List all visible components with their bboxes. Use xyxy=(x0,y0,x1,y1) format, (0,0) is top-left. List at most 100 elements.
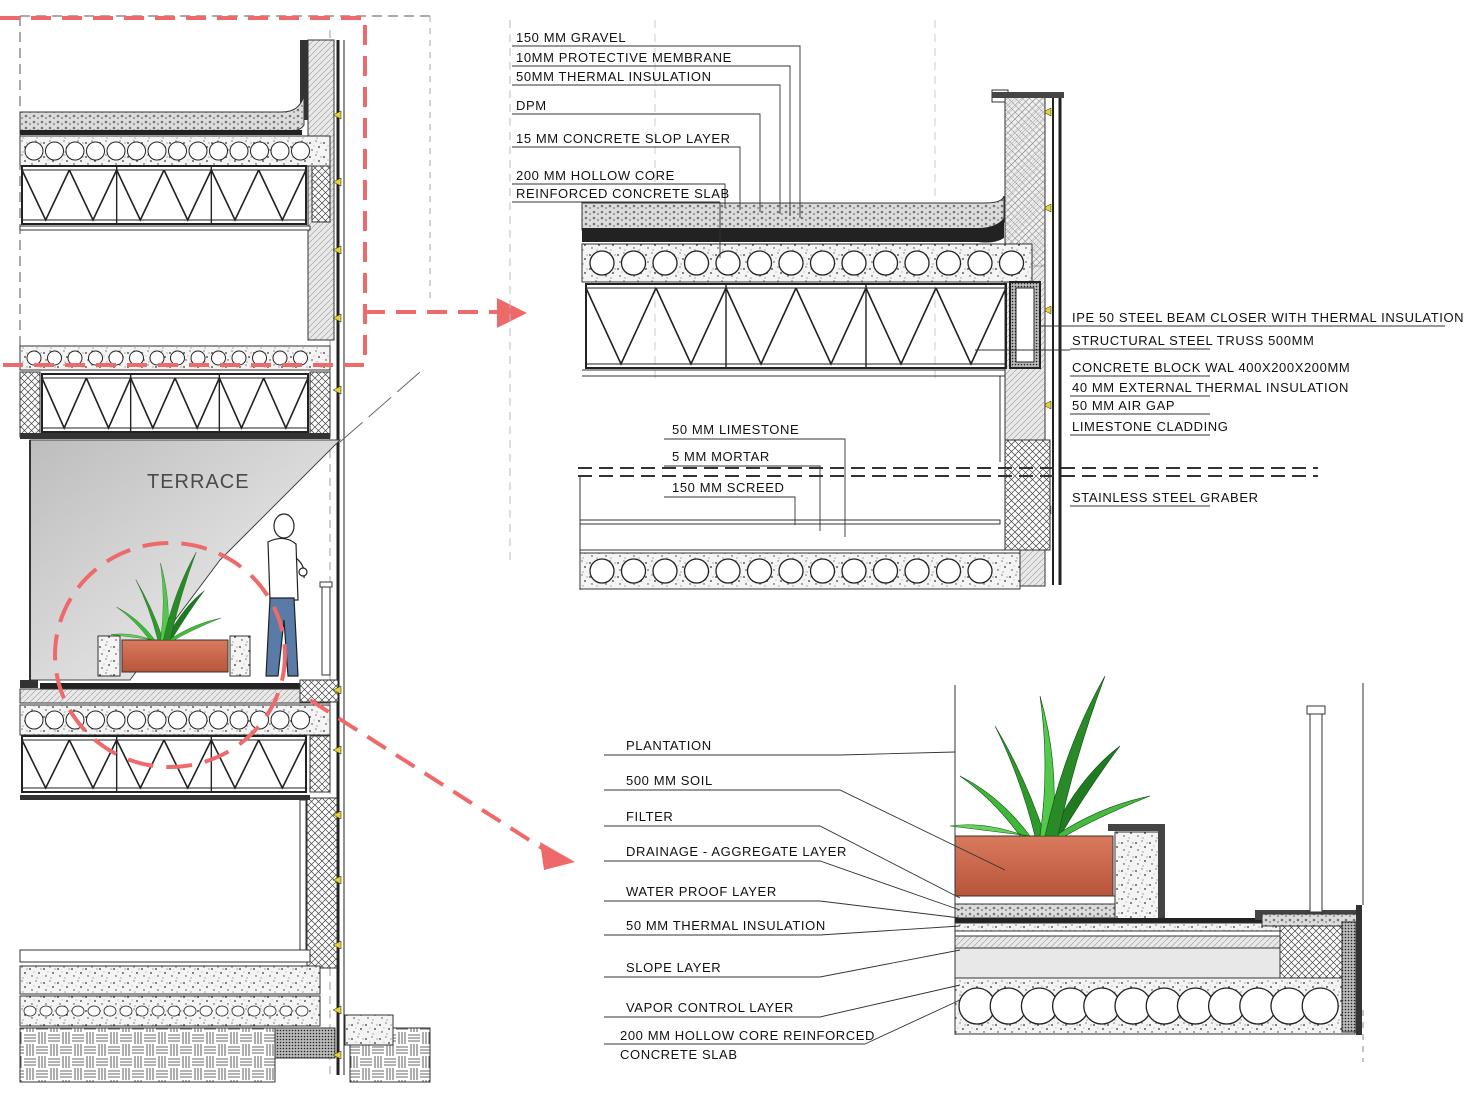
hollow-core xyxy=(872,558,899,584)
hollow-core xyxy=(106,141,126,161)
leader-line xyxy=(512,84,781,214)
leader-line xyxy=(512,65,791,216)
anchor-marker xyxy=(1042,400,1052,410)
hollow-core xyxy=(65,141,85,161)
leader-line xyxy=(604,825,961,899)
leaf xyxy=(165,590,205,641)
pebble xyxy=(183,1005,197,1017)
leader-line xyxy=(604,900,961,919)
hollow-core xyxy=(188,710,208,730)
truss-frame xyxy=(585,283,1007,369)
anchor-marker xyxy=(332,177,342,187)
roof-layer-label: 150 MM GRAVEL xyxy=(516,30,626,45)
truss-web xyxy=(21,739,307,790)
hollow-core xyxy=(168,710,187,730)
wall-layer-label: 40 MM EXTERNAL THERMAL INSULATION xyxy=(1072,380,1349,395)
leader-line xyxy=(664,438,846,537)
pebble xyxy=(215,1005,229,1017)
wall-layer-label: IPE 50 STEEL BEAM CLOSER WITH THERMAL IN… xyxy=(1072,310,1464,325)
anchor-marker xyxy=(332,810,342,820)
pebble xyxy=(119,1005,133,1017)
hollow-core xyxy=(229,141,249,161)
pebble xyxy=(23,1005,37,1017)
wall-layer-label: 50 MM AIR GAP xyxy=(1072,398,1175,413)
anchor-marker xyxy=(332,1005,342,1015)
leader-line xyxy=(604,949,961,978)
hollow-core xyxy=(998,250,1025,276)
hollow-core xyxy=(841,250,867,276)
hollow-core xyxy=(147,710,167,730)
hollow-core xyxy=(904,250,930,276)
hollow-core xyxy=(809,250,836,276)
anchor-marker xyxy=(332,385,342,395)
pebble xyxy=(231,1005,245,1017)
hollow-core xyxy=(45,141,64,161)
person-figure xyxy=(265,513,308,677)
hollow-core xyxy=(211,350,226,366)
leaf xyxy=(1044,675,1106,837)
roof-layer-label: 10MM PROTECTIVE MEMBRANE xyxy=(516,50,732,65)
terrace-detail-drawing xyxy=(949,675,1364,1062)
terrace-layer-label: PLANTATION xyxy=(626,738,712,753)
pebble xyxy=(135,1005,149,1017)
hollow-core xyxy=(291,710,310,730)
beam-closer xyxy=(309,735,331,793)
terrace-layer-label: DRAINAGE - AGGREGATE LAYER xyxy=(626,844,847,859)
hollow-core xyxy=(250,141,269,161)
pebble xyxy=(263,1005,277,1017)
hollow-core xyxy=(620,250,647,276)
roof-labels: 150 MM GRAVEL 10MM PROTECTIVE MEMBRANE 50M… xyxy=(516,30,1464,505)
roof-detail-drawing xyxy=(509,20,1318,590)
hollow-core xyxy=(291,141,310,161)
hollow-core xyxy=(252,350,267,366)
hollow-core xyxy=(47,350,62,366)
truss-web xyxy=(41,377,309,430)
hollow-core xyxy=(841,558,867,584)
hollow-core xyxy=(26,350,42,366)
roof-layer-label: 50MM THERMAL INSULATION xyxy=(516,69,712,84)
pebble xyxy=(279,1005,293,1017)
hollow-core xyxy=(129,350,144,366)
anchor-marker xyxy=(332,1050,342,1060)
hollow-core xyxy=(652,558,678,584)
pebble xyxy=(167,1005,181,1017)
hollow-core xyxy=(106,710,126,730)
pebble xyxy=(151,1005,165,1017)
hollow-core xyxy=(231,350,247,366)
hollow-core xyxy=(1301,987,1339,1025)
leaf xyxy=(1049,745,1121,837)
hollow-core xyxy=(272,350,288,366)
truss-frame xyxy=(41,373,309,433)
hollow-core xyxy=(127,710,146,730)
leader-line xyxy=(604,751,956,756)
hollow-core xyxy=(778,558,804,584)
anchor-marker xyxy=(1042,107,1052,117)
leader-line xyxy=(512,45,801,218)
plant-icon-large xyxy=(949,675,1151,837)
hollow-core xyxy=(88,350,103,366)
hollow-core xyxy=(872,250,899,276)
anchor-marker xyxy=(332,313,342,323)
terrace-layer-label: WATER PROOF LAYER xyxy=(626,884,777,899)
hollow-core xyxy=(589,558,615,584)
terrace-layer-label: 500 MM SOIL xyxy=(626,773,713,788)
leaf xyxy=(116,606,156,641)
floor-layer-label: 5 MM MORTAR xyxy=(672,449,770,464)
roof-layer-label: REINFORCED CONCRETE SLAB xyxy=(516,186,730,201)
hollow-core xyxy=(190,350,206,366)
hollow-core xyxy=(229,710,249,730)
floor-layer-label: 50 MM LIMESTONE xyxy=(672,422,799,437)
anchor-marker xyxy=(332,940,342,950)
terrace-layer-label: VAPOR CONTROL LAYER xyxy=(626,1000,794,1015)
hollow-core xyxy=(147,141,167,161)
truss-web xyxy=(585,287,1007,366)
leader-line xyxy=(512,113,761,212)
hollow-core xyxy=(589,250,615,276)
anchor-marker xyxy=(332,745,342,755)
leaf xyxy=(163,551,197,641)
leader-line xyxy=(512,183,726,208)
terrace-label: TERRACE xyxy=(147,471,250,493)
hollow-core xyxy=(149,350,165,366)
hollow-core xyxy=(86,710,105,730)
